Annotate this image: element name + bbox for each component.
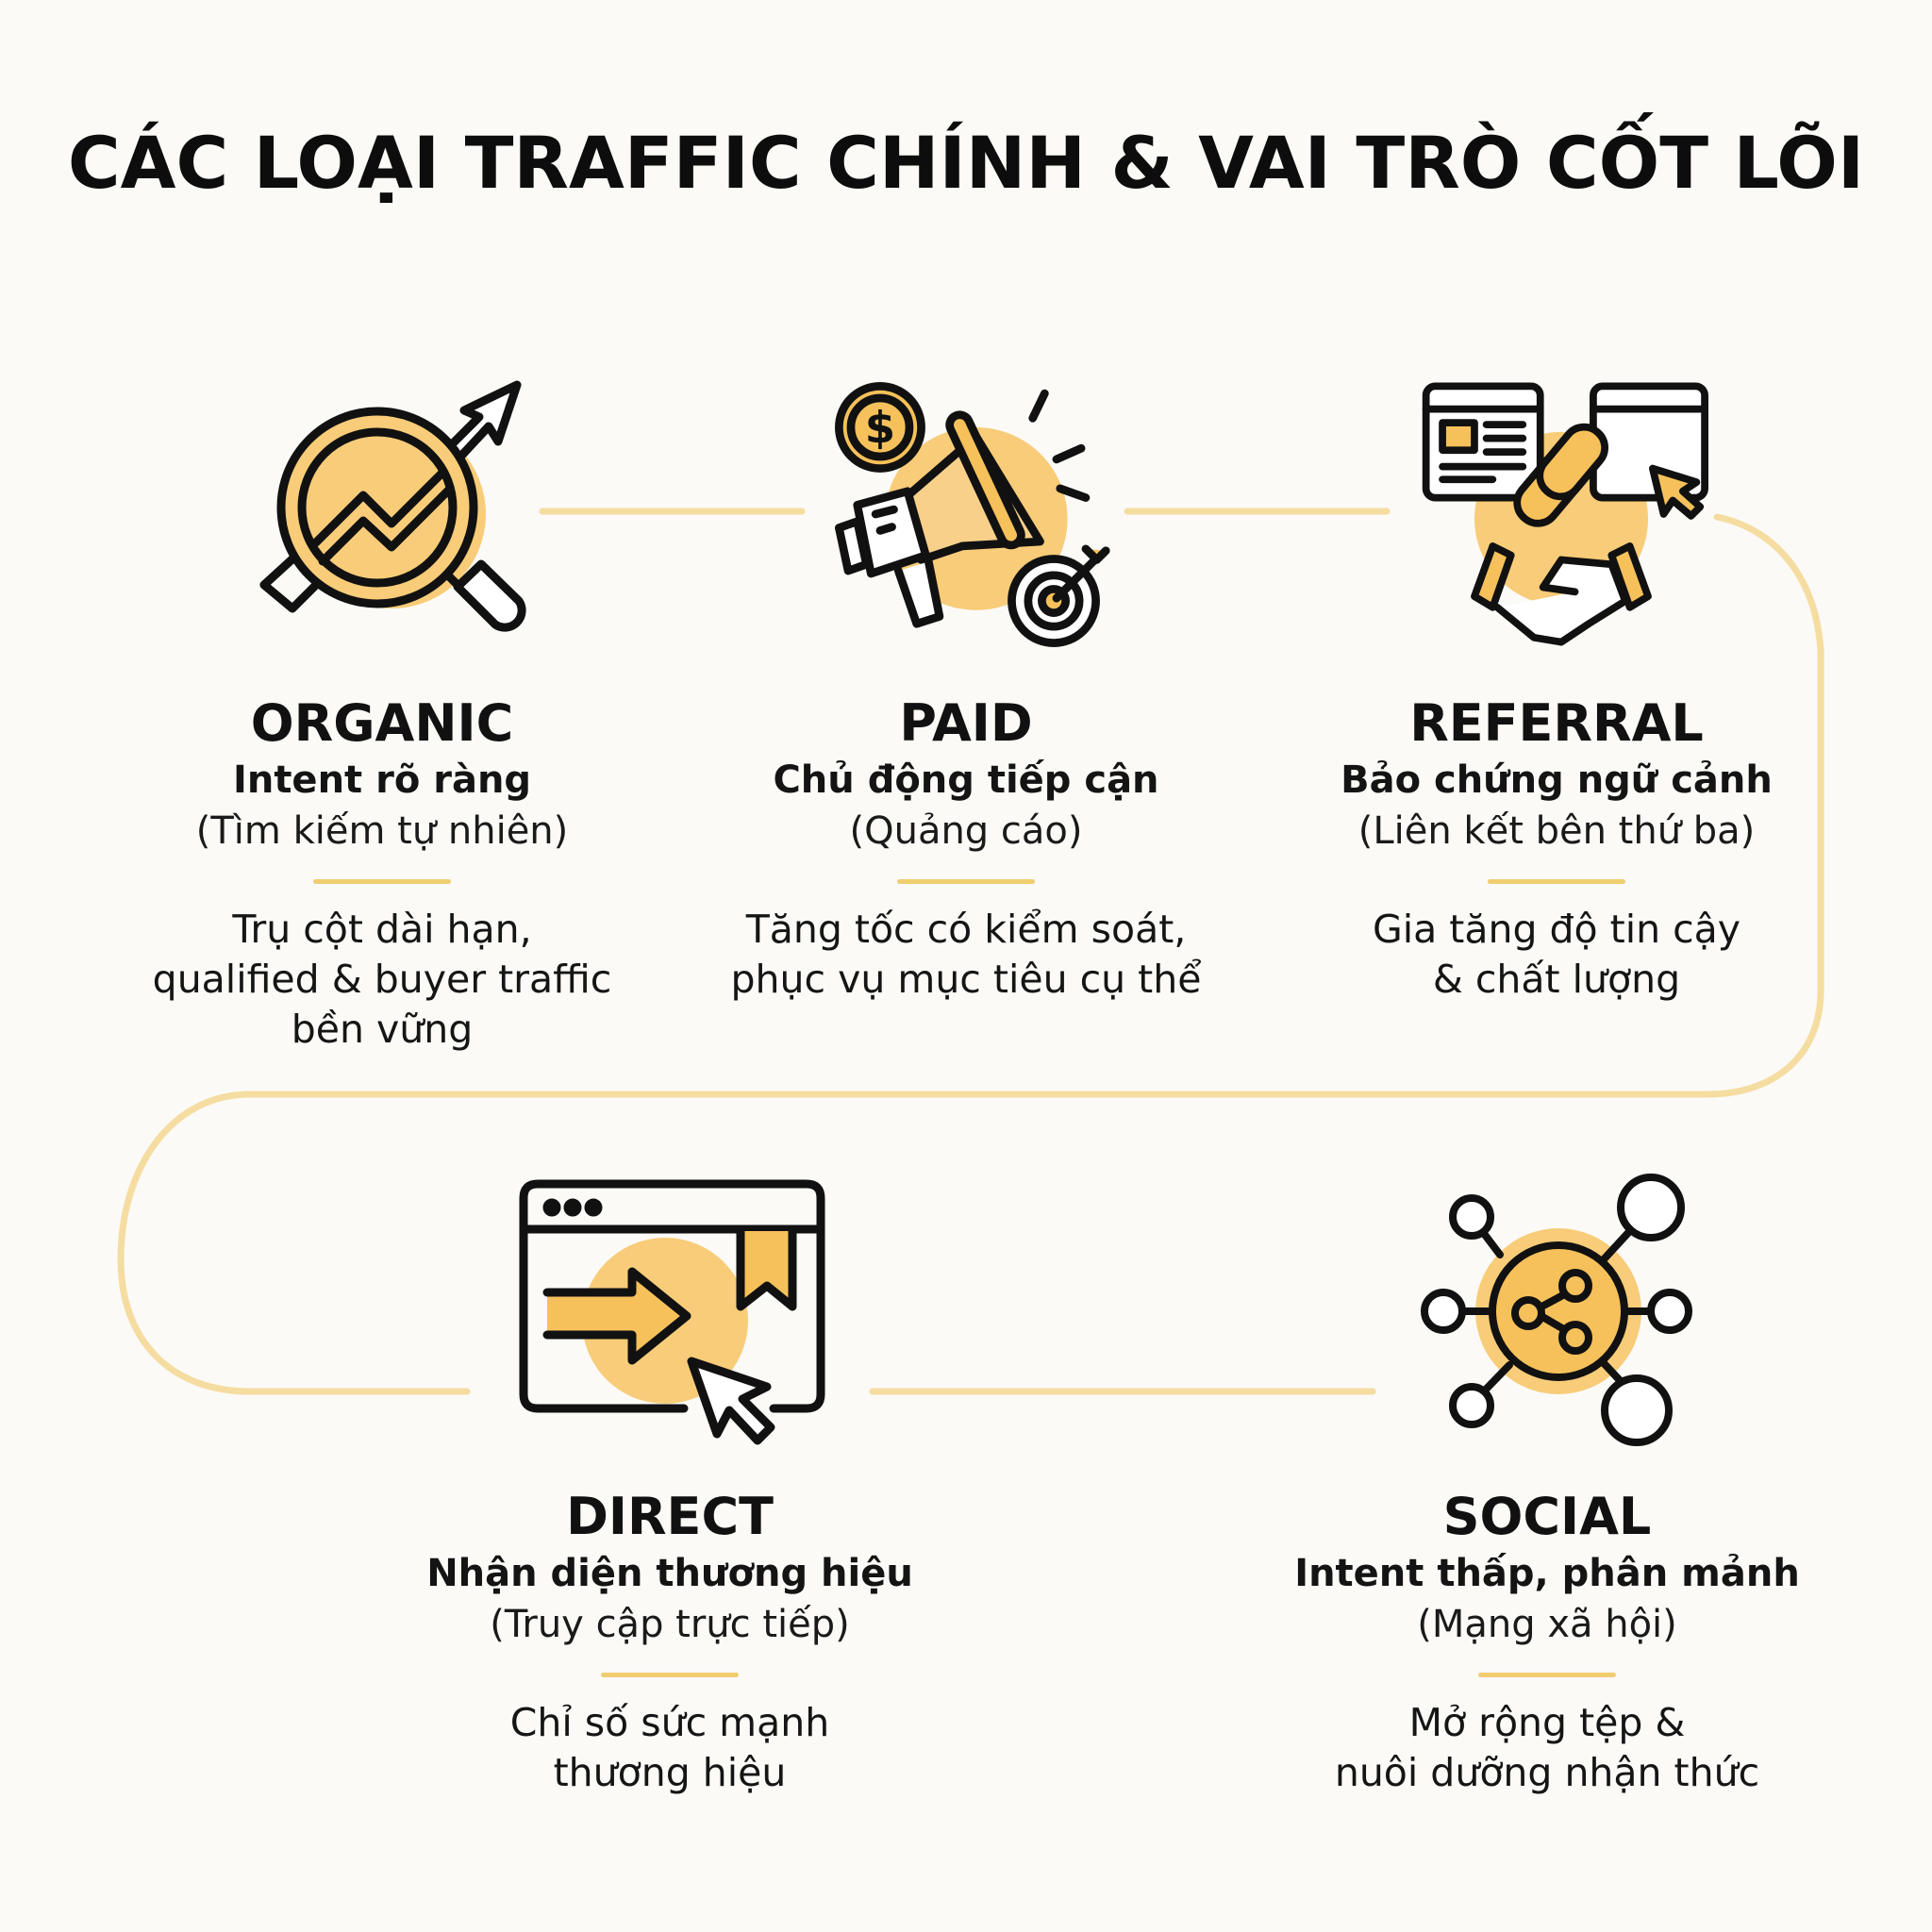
card-subtitle-detail: (Mạng xã hội): [1417, 1603, 1677, 1646]
megaphone-coin-target-icon: $: [835, 382, 1110, 647]
page-title: CÁC LOẠI TRAFFIC CHÍNH & VAI TRÒ CỐT LÕI: [67, 121, 1865, 205]
card-divider: [1478, 1673, 1616, 1677]
card-divider: [897, 879, 1035, 884]
social-network-share-icon: [1421, 1174, 1692, 1446]
card-title: DIRECT: [566, 1487, 774, 1546]
traffic-card-referral: REFERRAL Bảo chứng ngữ cảnh (Liên kết bê…: [1274, 692, 1840, 1005]
card-subtitle: Nhận diện thương hiệu: [426, 1552, 913, 1595]
card-description: Mở rộng tệp & nuôi dưỡng nhận thức: [1334, 1700, 1760, 1795]
traffic-card-organic: ORGANIC Intent rõ ràng (Tìm kiếm tự nhiê…: [99, 692, 665, 1055]
card-title: REFERRAL: [1409, 693, 1704, 753]
card-subtitle: Intent thấp, phân mảnh: [1294, 1552, 1800, 1595]
card-description: Tăng tốc có kiểm soát, phục vụ mục tiêu …: [730, 907, 1202, 1002]
card-divider: [1488, 879, 1625, 884]
card-subtitle: Chủ động tiếp cận: [773, 758, 1159, 802]
card-description: Chỉ số sức mạnh thương hiệu: [509, 1700, 830, 1795]
card-subtitle-detail: (Tìm kiếm tự nhiên): [195, 809, 569, 853]
svg-text:$: $: [865, 402, 895, 453]
card-subtitle-detail: (Truy cập trực tiếp): [490, 1603, 850, 1646]
card-description: Gia tăng độ tin cậy & chất lượng: [1372, 907, 1741, 1002]
card-subtitle-detail: (Quảng cáo): [849, 809, 1083, 853]
card-title: ORGANIC: [250, 693, 514, 753]
card-description: Trụ cột dài hạn, qualified & buyer traff…: [152, 907, 612, 1052]
card-title: PAID: [899, 693, 1033, 753]
card-subtitle-detail: (Liên kết bên thứ ba): [1357, 809, 1756, 853]
traffic-card-social: SOCIAL Intent thấp, phân mảnh (Mạng xã h…: [1264, 1486, 1830, 1798]
card-divider: [313, 879, 451, 884]
link-handshake-browser-icon: [1422, 382, 1708, 646]
card-subtitle: Bảo chứng ngữ cảnh: [1341, 758, 1773, 802]
traffic-card-paid: PAID Chủ động tiếp cận (Quảng cáo) Tăng …: [683, 692, 1249, 1005]
card-title: SOCIAL: [1442, 1487, 1652, 1546]
browser-arrow-bookmark-icon: [519, 1179, 825, 1445]
traffic-card-direct: DIRECT Nhận diện thương hiệu (Truy cập t…: [387, 1486, 953, 1798]
magnifier-growth-chart-icon: [259, 380, 526, 632]
card-subtitle: Intent rõ ràng: [232, 758, 532, 802]
card-divider: [601, 1673, 739, 1677]
